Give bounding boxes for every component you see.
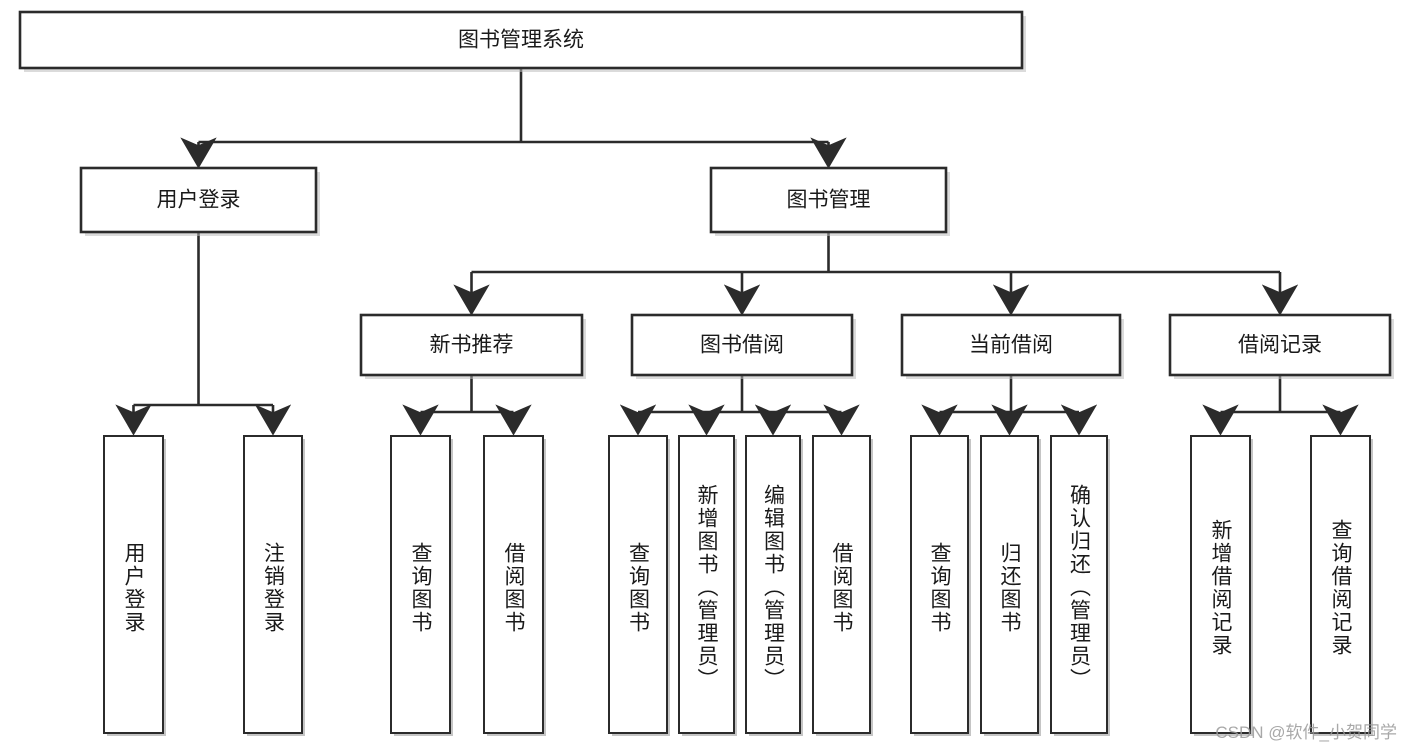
leaf-node-1[interactable]: 注销登录 bbox=[243, 435, 303, 734]
node-level3-1[interactable]: 图书借阅 bbox=[630, 313, 856, 379]
leaf-node-3-label: 借阅图书 bbox=[502, 541, 525, 634]
leaf-node-7-label: 借阅图书 bbox=[830, 541, 853, 634]
leaf-node-11[interactable]: 新增借阅记录 bbox=[1190, 435, 1251, 734]
leaf-node-0-label: 用户登录 bbox=[122, 541, 145, 634]
leaf-node-9-label: 归还图书 bbox=[998, 541, 1021, 634]
leaf-node-1-label: 注销登录 bbox=[261, 541, 285, 634]
node-level3-0[interactable]: 新书推荐 bbox=[359, 313, 586, 379]
node-level3-2-label: 当前借阅 bbox=[969, 334, 1053, 357]
node-level2-1[interactable]: 图书管理 bbox=[709, 166, 950, 236]
node-root[interactable]: 图书管理系统 bbox=[18, 10, 1026, 72]
leaf-node-2-label: 查询图书 bbox=[409, 541, 432, 634]
leaf-node-4[interactable]: 查询图书 bbox=[608, 435, 668, 734]
leaf-node-10[interactable]: 确认归还（管理员） bbox=[1050, 435, 1108, 734]
leaf-node-8[interactable]: 查询图书 bbox=[910, 435, 969, 734]
leaf-node-2[interactable]: 查询图书 bbox=[390, 435, 451, 734]
node-level3-3-label: 借阅记录 bbox=[1238, 334, 1322, 357]
node-level3-2[interactable]: 当前借阅 bbox=[900, 313, 1124, 379]
leaf-node-3[interactable]: 借阅图书 bbox=[483, 435, 544, 734]
leaf-node-0[interactable]: 用户登录 bbox=[103, 435, 164, 734]
leaf-node-10-label: 确认归还（管理员） bbox=[1067, 484, 1091, 691]
leaf-node-6-label: 编辑图书（管理员） bbox=[761, 484, 785, 691]
leaf-node-7[interactable]: 借阅图书 bbox=[812, 435, 871, 734]
node-root-label: 图书管理系统 bbox=[458, 29, 584, 52]
leaf-node-12-label: 查询借阅记录 bbox=[1329, 518, 1352, 657]
node-level2-1-label: 图书管理 bbox=[787, 189, 871, 212]
node-level3-1-label: 图书借阅 bbox=[700, 334, 784, 357]
leaf-node-6[interactable]: 编辑图书（管理员） bbox=[745, 435, 801, 734]
leaf-node-4-label: 查询图书 bbox=[626, 541, 650, 634]
leaf-node-12[interactable]: 查询借阅记录 bbox=[1310, 435, 1371, 734]
node-level3-0-label: 新书推荐 bbox=[430, 334, 514, 357]
leaf-node-11-label: 新增借阅记录 bbox=[1209, 518, 1232, 657]
leaf-node-5[interactable]: 新增图书（管理员） bbox=[678, 435, 735, 734]
leaf-node-5-label: 新增图书（管理员） bbox=[695, 484, 718, 691]
edges-layer bbox=[115, 68, 1359, 436]
node-level3-3[interactable]: 借阅记录 bbox=[1168, 313, 1394, 379]
leaf-node-9[interactable]: 归还图书 bbox=[980, 435, 1039, 734]
leaf-node-8-label: 查询图书 bbox=[928, 541, 951, 634]
node-level2-0-label: 用户登录 bbox=[157, 189, 241, 212]
node-level2-0[interactable]: 用户登录 bbox=[79, 166, 320, 236]
